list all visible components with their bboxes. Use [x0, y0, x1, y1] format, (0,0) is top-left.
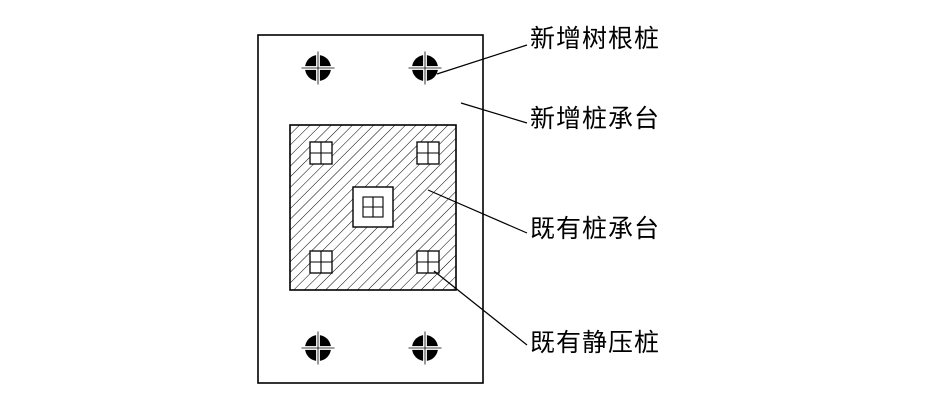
center-pile-symbol [352, 186, 394, 228]
jacked-pile-symbol [416, 141, 440, 165]
leader-new-root-pile [436, 44, 528, 75]
jacked-pile-symbol [416, 250, 440, 274]
label-new-root-pile: 新增树根桩 [530, 25, 660, 53]
leader-existing-jacked-pile [433, 270, 528, 346]
leader-existing-pile-cap [427, 189, 528, 234]
label-existing-pile-cap: 既有桩承台 [530, 215, 660, 243]
leader-new-pile-cap [460, 102, 528, 124]
label-existing-jacked-pile: 既有静压桩 [530, 329, 660, 357]
jacked-pile-symbol [309, 250, 333, 274]
label-new-pile-cap: 新增桩承台 [530, 105, 660, 133]
jacked-pile-symbol [309, 141, 333, 165]
